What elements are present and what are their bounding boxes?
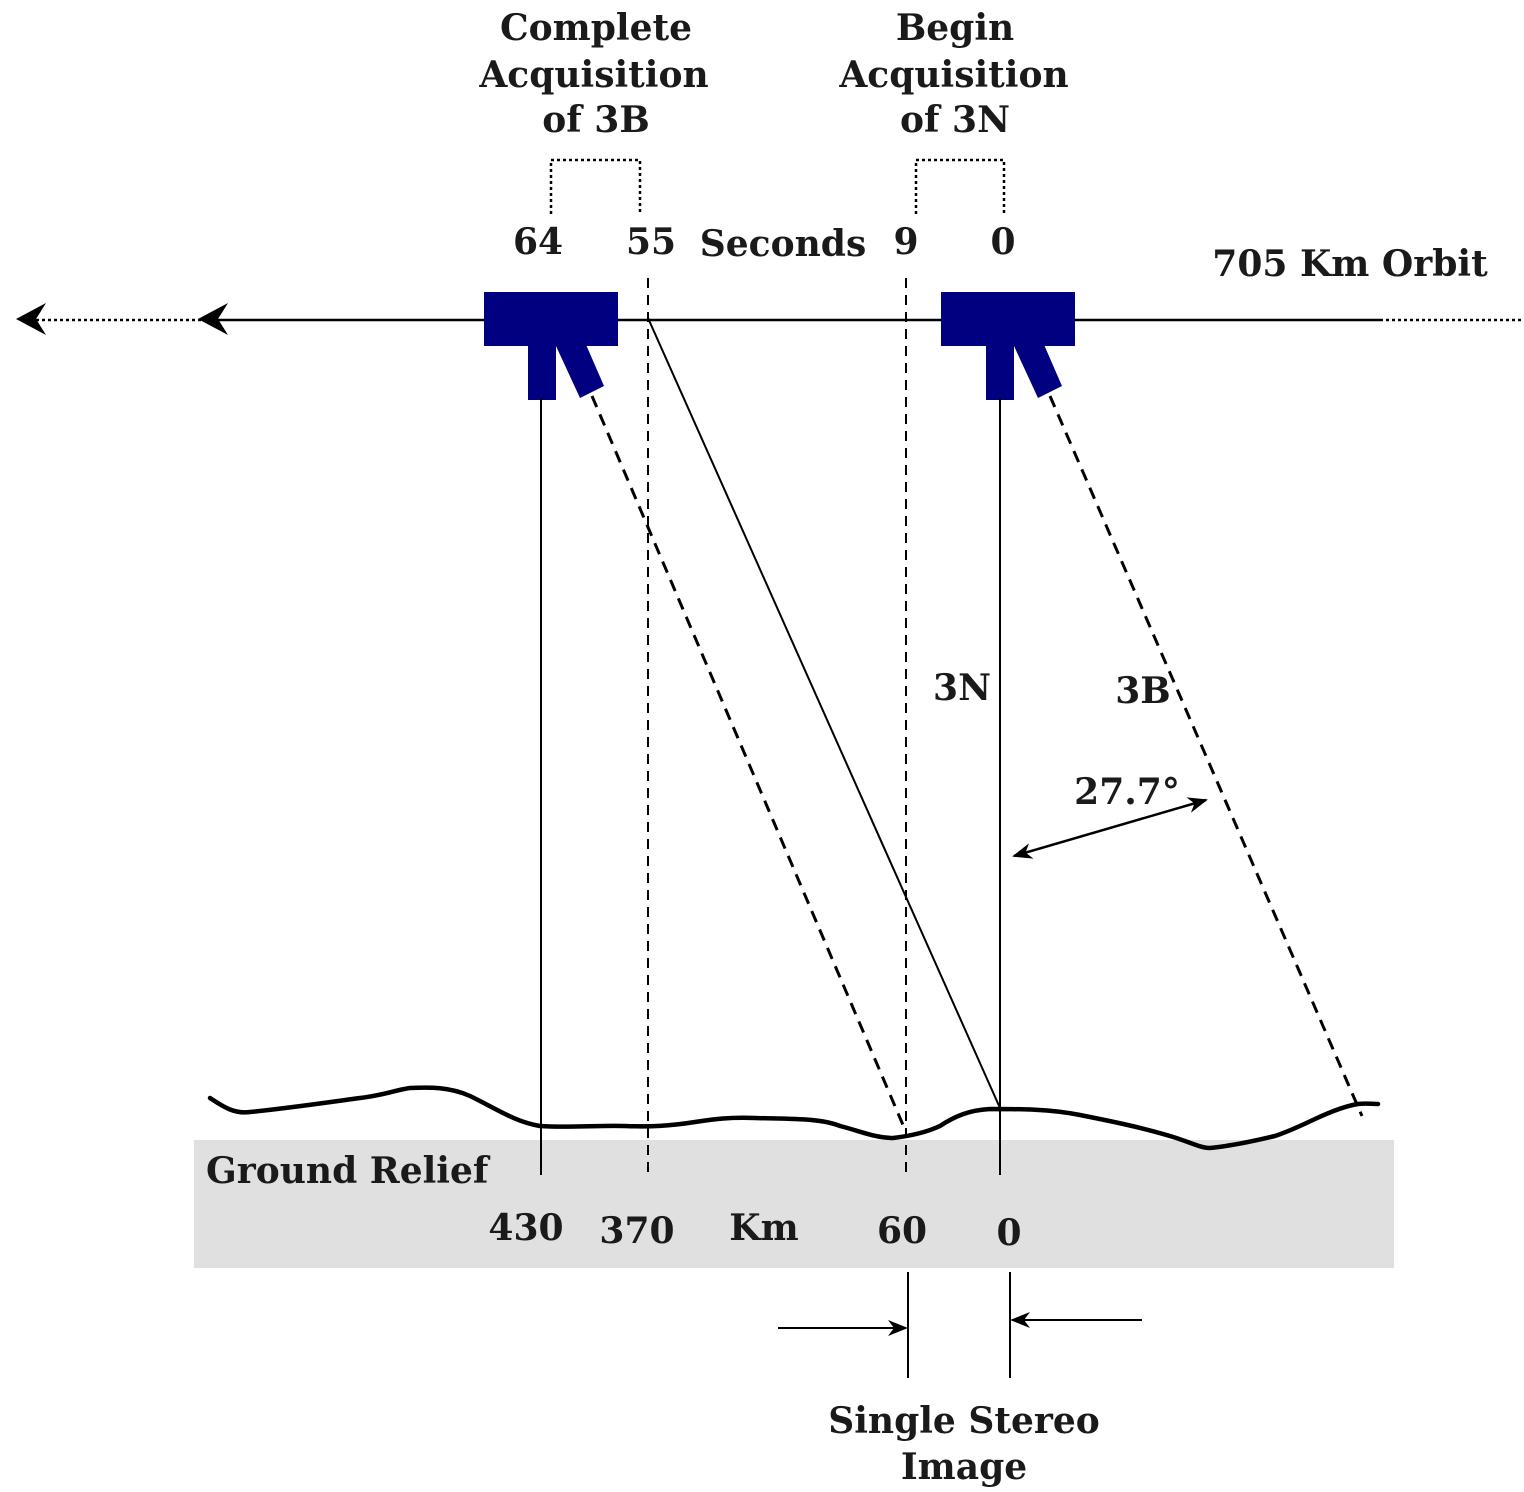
km-tick-0: 0 (996, 1212, 1021, 1254)
angle-label: 27.7° (1074, 771, 1180, 813)
header-begin-line2: Acquisition (838, 54, 1068, 96)
stereo-label-line1: Single Stereo (828, 1400, 1100, 1442)
km-tick-60: 60 (877, 1210, 927, 1252)
stereo-label-line2: Image (901, 1446, 1027, 1488)
header-begin-line1: Begin (896, 7, 1014, 49)
backward-beam-right (1048, 395, 1364, 1117)
seconds-tick-64: 64 (513, 221, 563, 263)
satellite-left-icon (484, 292, 618, 400)
orbit-arrow-icon (16, 303, 46, 335)
orbit-arrow-icon-2 (198, 303, 228, 335)
km-tick-370: 370 (599, 1210, 674, 1252)
backward-beam-left (590, 395, 908, 1133)
header-complete-line2: Acquisition (478, 54, 708, 96)
seconds-tick-0: 0 (990, 221, 1015, 263)
bracket-complete-3b (549, 158, 642, 214)
header-complete-line1: Complete (500, 7, 692, 49)
seconds-tick-55: 55 (626, 221, 676, 263)
km-unit-label: Km (729, 1207, 798, 1249)
bracket-begin-3n (914, 158, 1006, 214)
angle-arrow (1012, 797, 1208, 859)
nadir-beam-label: 3N (933, 667, 991, 709)
ground-band (194, 1140, 1394, 1268)
ground-relief-line (207, 1085, 1381, 1151)
km-tick-430: 430 (488, 1207, 563, 1249)
ground-relief-label: Ground Relief (206, 1150, 491, 1192)
diagonal-line (647, 317, 1001, 1109)
seconds-tick-9: 9 (893, 221, 918, 263)
seconds-unit-label: Seconds (700, 223, 866, 265)
satellite-right-icon (941, 292, 1075, 400)
backward-beam-label: 3B (1115, 670, 1170, 712)
header-complete-line3: of 3B (542, 99, 650, 141)
orbit-label: 705 Km Orbit (1212, 243, 1488, 285)
header-begin-line3: of 3N (900, 99, 1010, 141)
